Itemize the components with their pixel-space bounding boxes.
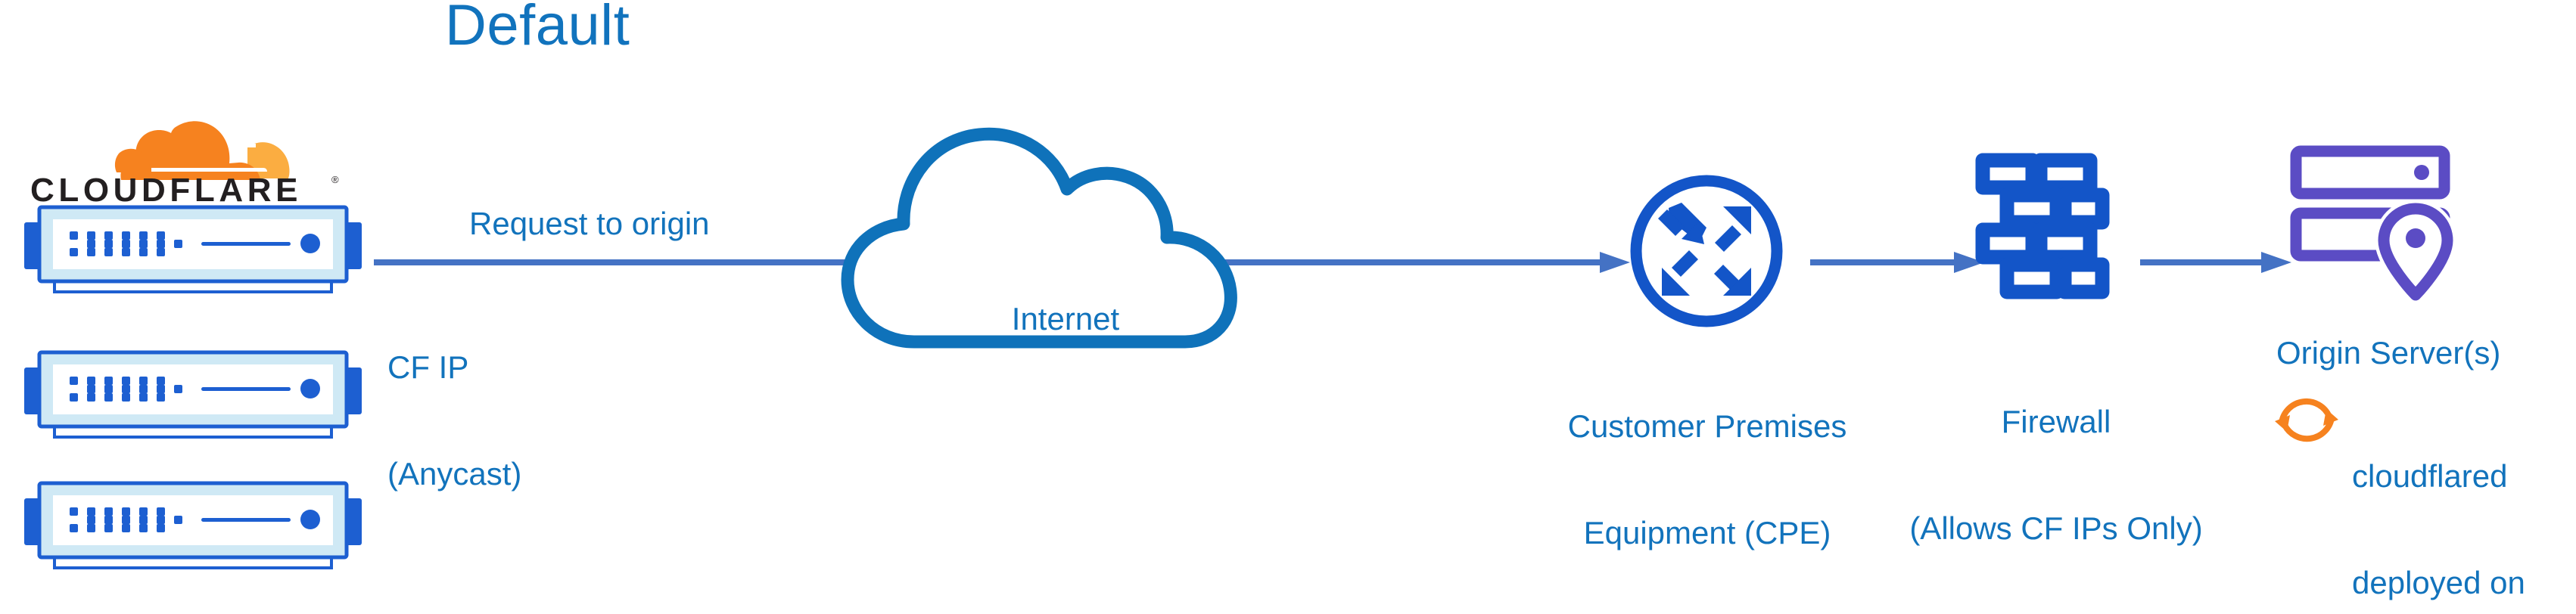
cloudflare-edge-server [23, 348, 363, 440]
request-to-origin-label: Request to origin [469, 206, 710, 241]
cpe-label-line2: Equipment (CPE) [1583, 515, 1831, 551]
cloudflared-annotation: cloudflared deployed on servers [2352, 387, 2525, 614]
cpe-label-line1: Customer Premises [1567, 408, 1847, 445]
cloud-outline-icon [838, 106, 1293, 352]
firewall-label: Firewall (Allows CF IPs Only) [1896, 333, 2216, 614]
cloudflare-edge-server [23, 479, 363, 571]
origin-server-label: Origin Server(s) [2276, 335, 2501, 371]
cloudflared-line1: cloudflared [2352, 458, 2508, 495]
origin-server-location-pin-icon [2285, 139, 2467, 305]
cloudflared-sync-icon [2272, 385, 2341, 454]
cloudflare-logo: CLOUDFLARE ® [30, 104, 348, 203]
firewall-label-line2: (Allows CF IPs Only) [1909, 510, 2203, 547]
cpe-label: Customer Premises Equipment (CPE) [1557, 337, 1857, 614]
arrow-firewall-to-origin [2140, 250, 2291, 275]
firewall-label-line1: Firewall [2001, 404, 2111, 440]
cf-ip-label-line2: (Anycast) [387, 456, 522, 492]
arrow-cpe-to-firewall [1810, 250, 1984, 275]
diagram-title: Default [445, 0, 630, 57]
cloudflared-line2: deployed on [2352, 565, 2525, 601]
router-four-arrows-icon [1626, 170, 1787, 332]
internet-label: Internet [1011, 301, 1120, 336]
cf-ip-label-line1: CF IP [387, 349, 469, 386]
logo-wordmark: CLOUDFLARE [30, 172, 302, 203]
cloudflare-edge-server [23, 203, 363, 295]
logo-trademark-icon: ® [331, 174, 339, 185]
cf-ip-anycast-label: CF IP (Anycast) [387, 278, 521, 563]
brick-wall-icon [1965, 148, 2122, 305]
